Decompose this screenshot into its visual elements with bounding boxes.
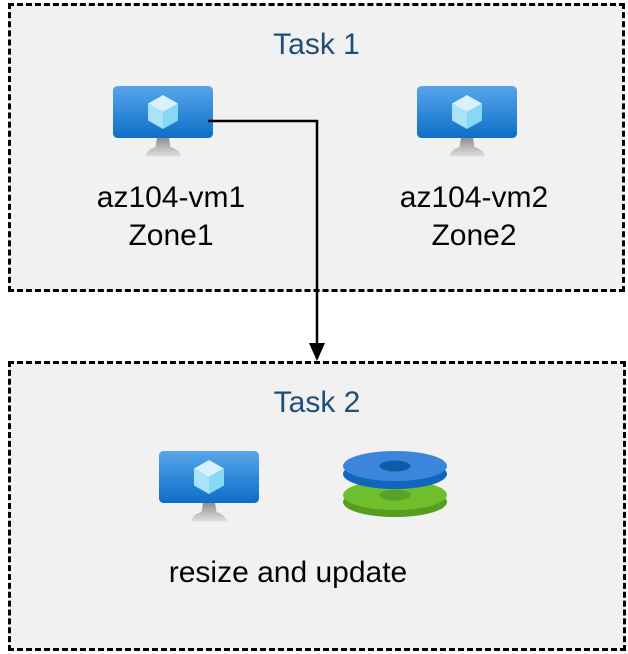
disks-icon-graphic	[343, 451, 447, 517]
virtual-machine-icon	[417, 86, 517, 164]
vm2-name: az104-vm2	[399, 181, 549, 214]
task1-box: Task 1 az104-vm1 Zone1	[8, 3, 625, 292]
cube-glyph	[452, 95, 482, 129]
cube-glyph	[148, 95, 178, 129]
virtual-machine-icon	[113, 86, 213, 164]
vm1-name: az104-vm1	[96, 181, 246, 214]
task1-title: Task 1	[273, 28, 360, 61]
green-disk	[343, 480, 447, 517]
vm2-label: az104-vm2 Zone2	[364, 179, 584, 255]
vm-icon-graphic	[113, 86, 213, 157]
task2-title: Task 2	[273, 386, 361, 419]
task2-caption: resize and update	[168, 556, 408, 589]
vm1-label: az104-vm1 Zone1	[61, 179, 281, 255]
managed-disks-icon	[340, 446, 450, 521]
task2-box: Task 2	[8, 361, 626, 651]
vm1-zone: Zone1	[128, 219, 214, 252]
virtual-machine-icon	[159, 451, 259, 529]
blue-disk	[343, 451, 447, 489]
vm-icon-graphic	[159, 451, 259, 522]
vm2-zone: Zone2	[431, 219, 517, 252]
vm-icon-graphic	[417, 86, 517, 157]
cube-glyph	[194, 460, 224, 494]
